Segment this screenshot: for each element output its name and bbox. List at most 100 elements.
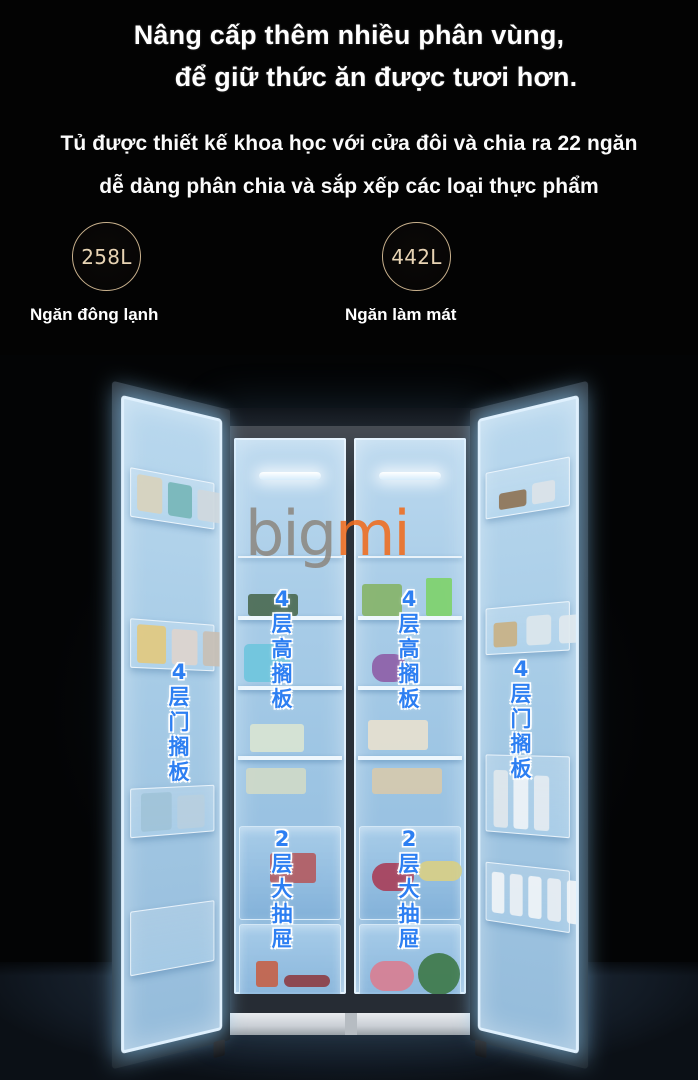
interior-lamp-icon <box>258 472 322 480</box>
door-bin <box>130 900 215 977</box>
shelf <box>358 756 462 760</box>
food-item <box>418 953 460 994</box>
capacity-value-freezer: 258L <box>81 244 132 269</box>
feature-label-char: 层 <box>510 682 532 706</box>
food-item <box>532 479 556 505</box>
food-item <box>491 871 505 914</box>
food-item <box>256 961 278 987</box>
food-item <box>137 473 163 515</box>
feature-label-char: 板 <box>168 760 190 784</box>
freezer-drawer-lower <box>239 924 341 994</box>
shelf <box>238 686 342 690</box>
feature-label-char: 层 <box>271 852 293 876</box>
headline-line-2: để giữ thức ăn được tươi hơn. <box>174 62 578 92</box>
door-hinge-foot <box>213 1039 225 1059</box>
door-bin <box>130 784 215 839</box>
cabinet-top-trim <box>220 408 480 426</box>
freezer-drawer-upper <box>239 826 341 920</box>
feature-label-char: 抽 <box>271 902 293 926</box>
food-item <box>137 624 167 665</box>
food-item <box>284 975 330 987</box>
door-bin <box>485 600 579 656</box>
feature-label-char: 层 <box>398 852 420 876</box>
food-item <box>498 488 527 511</box>
feature-label-char: 层 <box>271 612 293 636</box>
capacity-caption-freezer: Ngăn đông lạnh <box>30 305 159 324</box>
feature-label-char: 搁 <box>168 735 190 759</box>
interior-lamp-icon <box>378 472 442 480</box>
shelf <box>358 686 462 690</box>
food-item <box>246 768 306 794</box>
feature-label-char: 屉 <box>271 927 293 951</box>
food-item <box>372 863 414 891</box>
food-item <box>177 794 205 830</box>
feature-label-char: 搁 <box>510 732 532 756</box>
food-item <box>372 654 406 682</box>
food-item <box>197 489 223 524</box>
feature-label-char: 板 <box>510 757 532 781</box>
capacity-caption-cooler: Ngăn làm mát <box>345 305 457 324</box>
door-bin <box>485 456 570 520</box>
capacity-badge-group: 258L Ngăn đông lạnh 442L Ngăn làm mát <box>0 222 698 332</box>
shelf <box>238 756 342 760</box>
food-item <box>248 594 298 616</box>
page-subtitle: Tủ được thiết kế khoa học với cửa đôi và… <box>0 122 698 208</box>
feature-label-char: 4 <box>171 660 187 684</box>
capacity-ring-icon: 258L <box>72 222 141 291</box>
feature-label-char: 门 <box>168 710 190 734</box>
refrigerator-cabinet <box>220 408 480 1035</box>
feature-label-char: 2 <box>274 827 290 851</box>
shelf <box>238 556 342 558</box>
food-item <box>368 720 428 750</box>
food-item <box>533 775 550 832</box>
door-bin <box>485 861 579 934</box>
food-item <box>528 875 542 920</box>
food-item <box>362 584 402 616</box>
feature-label-char: 板 <box>271 687 293 711</box>
feature-label-char: 2 <box>401 827 417 851</box>
feature-label-char: 4 <box>513 657 529 681</box>
food-item <box>244 644 290 682</box>
feature-label-char: 抽 <box>398 902 420 926</box>
shelf <box>358 556 462 558</box>
food-item <box>141 791 172 833</box>
food-item <box>372 768 442 794</box>
subheading-line-2: dễ dàng phân chia và sắp xếp các loại th… <box>99 175 599 198</box>
food-item <box>547 877 561 923</box>
food-item <box>558 613 579 644</box>
food-item <box>426 578 452 616</box>
food-item <box>202 631 223 667</box>
food-item <box>526 614 552 646</box>
headline-line-1: Nâng cấp thêm nhiều phân vùng, <box>133 20 565 50</box>
cooler-compartment <box>354 438 466 994</box>
feature-label-char: 屉 <box>398 927 420 951</box>
feature-label-char: 4 <box>274 587 290 611</box>
door-hinge-foot <box>475 1039 487 1059</box>
feature-label-char: 4 <box>401 587 417 611</box>
cabinet-base-trim <box>223 1013 477 1035</box>
cooler-drawer-lower <box>359 924 461 994</box>
food-item <box>493 769 508 829</box>
capacity-badge-cooler: 442L Ngăn làm mát <box>345 222 456 325</box>
feature-label-char: 高 <box>271 637 293 661</box>
capacity-badge-freezer: 258L Ngăn đông lạnh <box>30 222 158 325</box>
capacity-value-cooler: 442L <box>391 244 442 269</box>
food-item <box>167 481 193 519</box>
feature-label-char: 搁 <box>398 662 420 686</box>
feature-label-char: 门 <box>510 707 532 731</box>
food-item <box>418 861 462 881</box>
cooler-drawer-upper <box>359 826 462 920</box>
feature-label-char: 高 <box>398 637 420 661</box>
feature-label-char: 层 <box>398 612 420 636</box>
food-item <box>270 853 316 883</box>
food-item <box>509 873 523 917</box>
page-title: Nâng cấp thêm nhiều phân vùng, để giữ th… <box>0 14 698 98</box>
capacity-ring-icon: 442L <box>382 222 451 291</box>
